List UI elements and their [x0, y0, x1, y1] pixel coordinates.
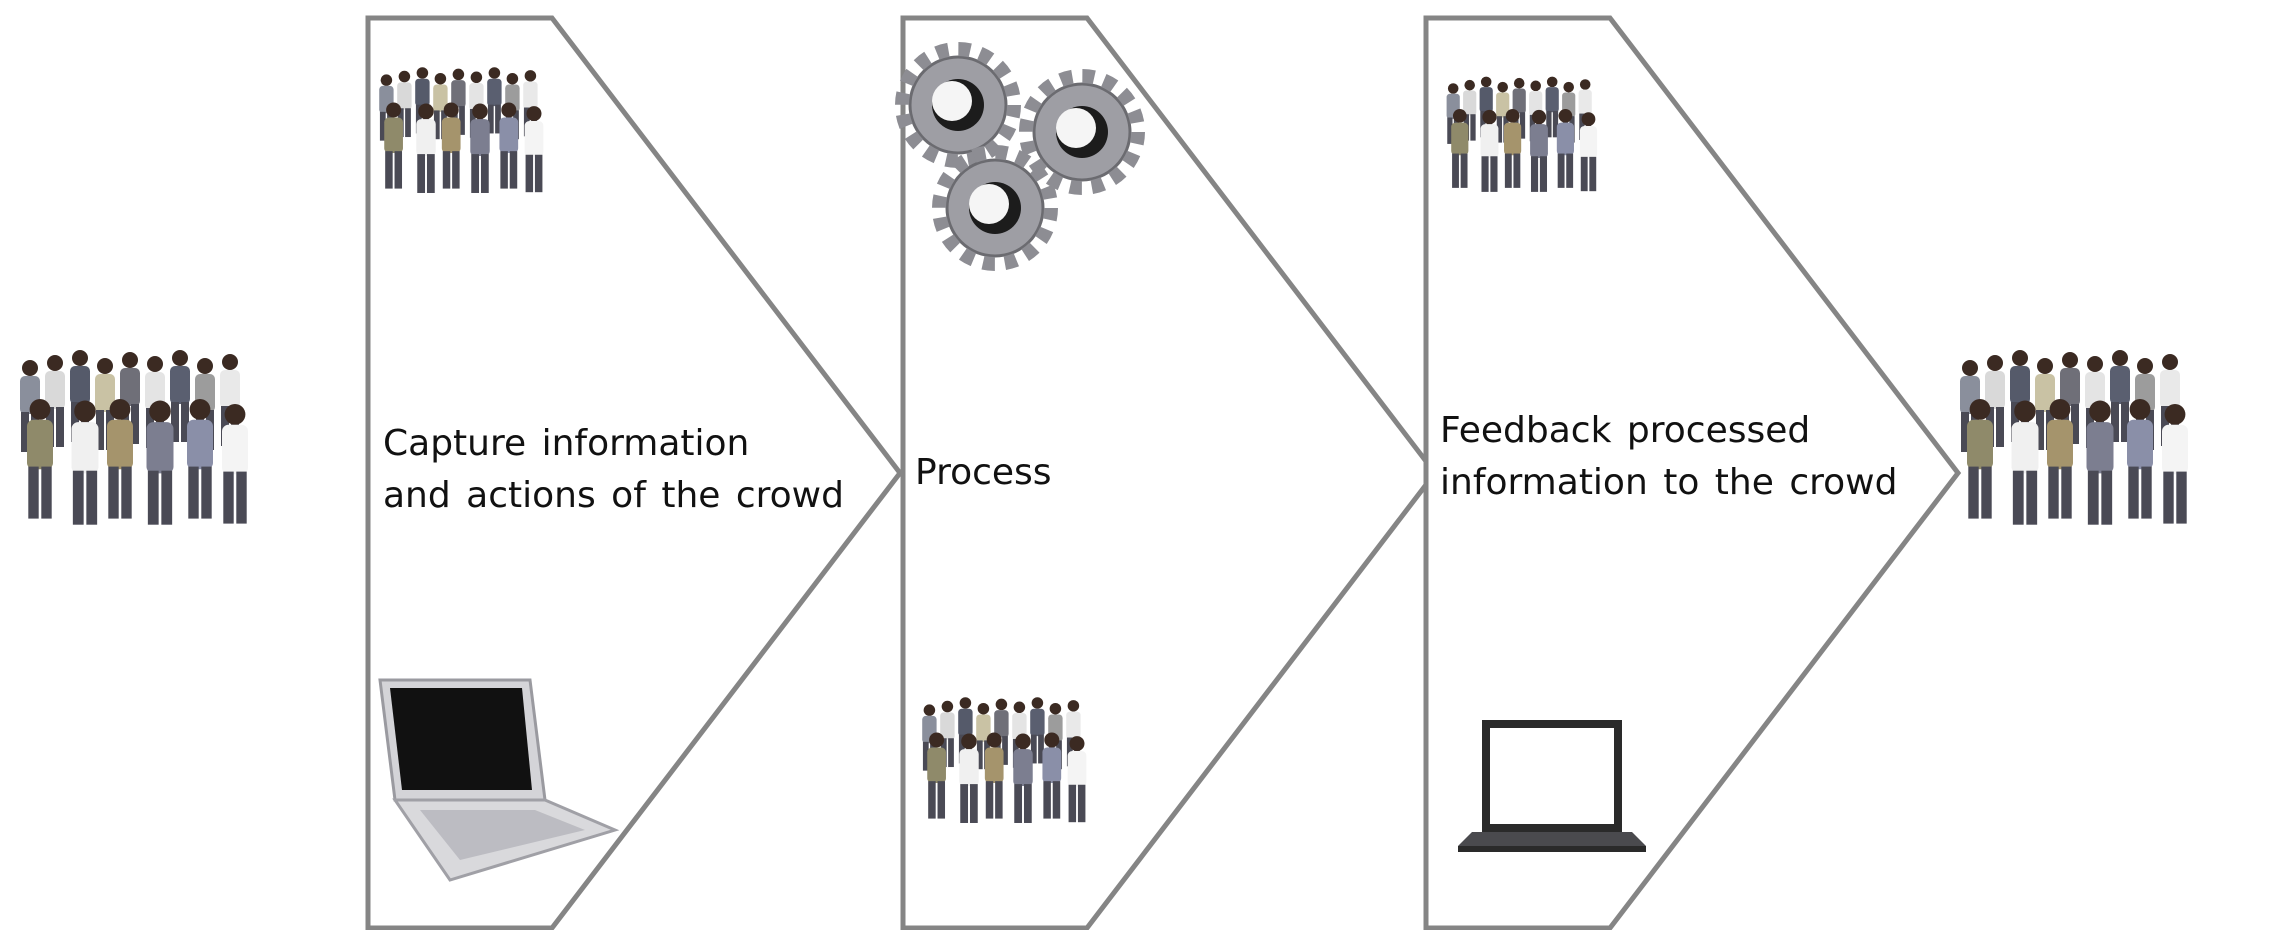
step-3-label-line-1: Feedback processed [1440, 410, 1811, 451]
step-2-label-line-1: Process [915, 452, 1052, 493]
step-1-label-line-1: Capture information [383, 423, 750, 464]
step-chevron-3 [1423, 15, 1962, 930]
step-3-label: Feedback processed information to the cr… [1440, 405, 1897, 509]
step-1-label-line-2: and actions of the crowd [383, 475, 844, 516]
step-3-label-line-2: information to the crowd [1440, 462, 1898, 503]
step-3-flat-laptop-icon [1458, 720, 1646, 852]
step-1-label: Capture information and actions of the c… [383, 418, 844, 522]
input-crowd-icon [20, 350, 248, 525]
output-crowd-icon [1960, 350, 2188, 525]
step-2-label: Process [915, 447, 1052, 499]
step-1-laptop-icon [378, 678, 620, 882]
